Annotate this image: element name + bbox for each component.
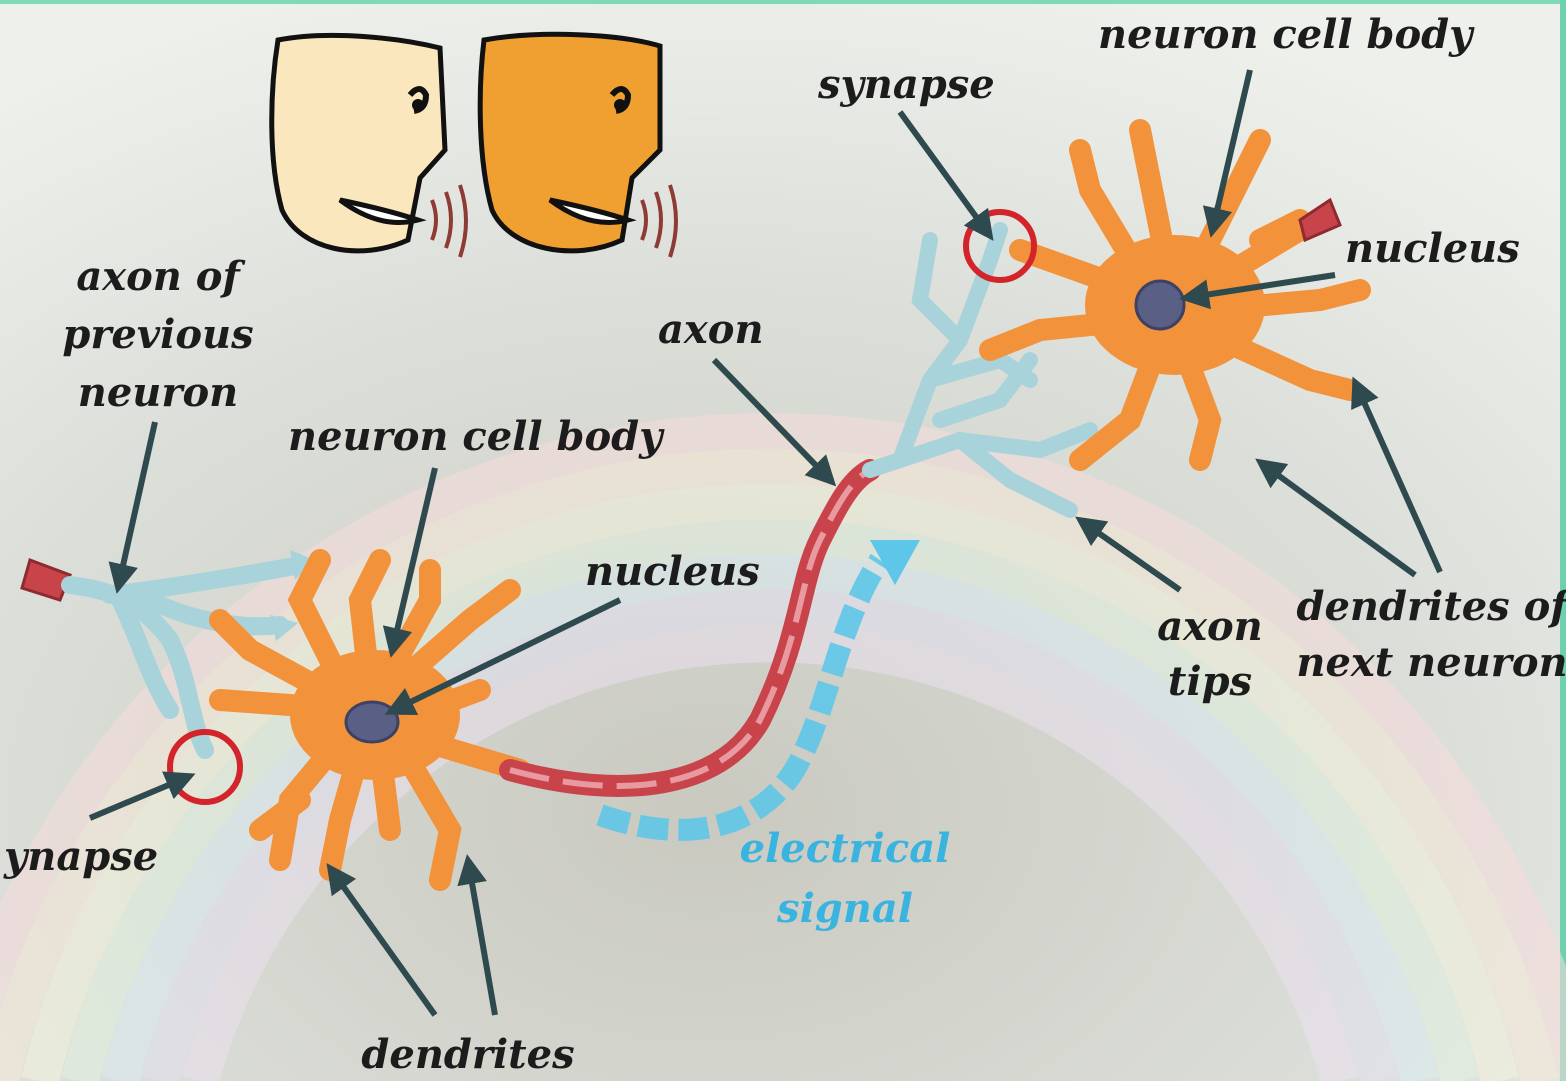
label-electrical-signal-line1: electrical	[740, 825, 951, 872]
label-nucleus-left: nucleus	[585, 548, 760, 595]
label-neuron-cell-body-top: neuron cell body	[1098, 11, 1475, 58]
label-dendrites-of-next-neuron-line1: dendrites of	[1297, 583, 1566, 630]
right-nucleus	[1136, 281, 1184, 329]
label-axon-tips-line2: tips	[1168, 658, 1252, 705]
label-synapse-left: ynapse	[3, 833, 158, 880]
label-electrical-signal-line2: signal	[776, 885, 913, 932]
label-axon-tips-line1: axon	[1157, 603, 1263, 650]
label-dendrites: dendrites	[361, 1031, 574, 1078]
left-nucleus	[346, 702, 398, 742]
label-axon-of-previous-neuron-line1: axon of	[76, 253, 245, 300]
label-axon-of-previous-neuron-line3: neuron	[78, 369, 238, 416]
label-neuron-cell-body-left: neuron cell body	[288, 413, 665, 460]
label-dendrites-of-next-neuron-line2: next neuron	[1296, 639, 1566, 686]
right-border	[1560, 0, 1566, 1081]
label-nucleus-right: nucleus	[1345, 225, 1520, 272]
top-border	[0, 0, 1566, 4]
label-axon-of-previous-neuron-line2: previous	[62, 311, 253, 358]
label-axon: axon	[658, 306, 764, 353]
label-synapse-top: synapse	[817, 61, 995, 108]
